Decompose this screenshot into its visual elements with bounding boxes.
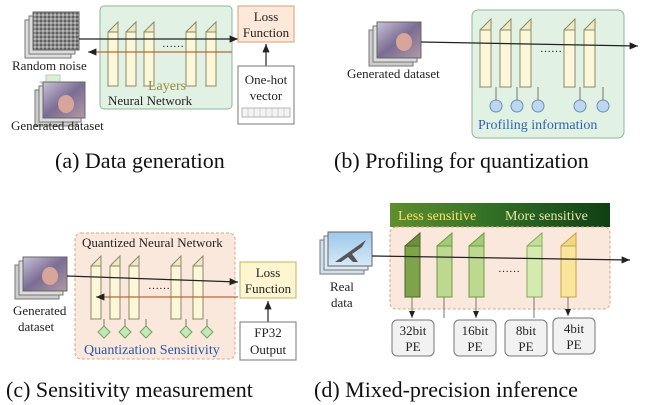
real-label: Real <box>330 279 354 294</box>
one-hot-label: One-hot <box>245 72 288 87</box>
pe-8bit: 8bit PE <box>504 319 548 357</box>
fp32-box <box>239 321 297 361</box>
panel-a: Random noise Generated dataset …… <box>11 5 295 173</box>
pe-32bit: 32bit PE <box>391 319 435 357</box>
more-sensitive-label: More sensitive <box>505 209 588 224</box>
pe-16bit-bits: 16bit <box>462 323 489 338</box>
ellipsis-c: …… <box>148 280 170 292</box>
generated-label-c: Generated <box>13 303 67 318</box>
profiling-circles <box>489 87 610 113</box>
pe-8bit-pe: PE <box>518 339 533 354</box>
generated-dataset-image-a <box>34 81 86 127</box>
dataset-label-c: dataset <box>18 319 54 334</box>
ellipsis-a: …… <box>162 38 184 50</box>
quantized-nn-title: Quantized Neural Network <box>82 235 223 250</box>
generated-dataset-image-c <box>14 256 68 300</box>
pe-8bit-bits: 8bit <box>516 323 537 338</box>
loss-function-box-a <box>237 5 295 43</box>
generated-dataset-image-b <box>368 21 422 67</box>
fp32-label: FP32 <box>254 325 281 340</box>
less-sensitive-label: Less sensitive <box>398 209 476 224</box>
pe-4bit: 4bit PE <box>552 317 596 355</box>
sensitivity-bar <box>390 203 610 227</box>
generated-dataset-label-a: Generated dataset <box>11 118 104 133</box>
real-data-image <box>319 231 373 275</box>
forward-arrow-c <box>66 275 239 286</box>
panel-d: Less sensitive More sensitive Real data … <box>314 203 631 402</box>
ellipsis-b: …… <box>540 43 562 55</box>
random-noise-label: Random noise <box>12 58 87 73</box>
pe-4bit-bits: 4bit <box>564 321 585 336</box>
forward-arrow-b <box>420 41 639 50</box>
neural-network-label: Neural Network <box>108 93 193 108</box>
pe-32bit-pe: PE <box>405 339 420 354</box>
panel-b: Generated dataset …… <box>334 9 639 173</box>
layers-b <box>479 17 596 89</box>
loss-label-a: Loss <box>254 9 279 24</box>
panel-c: Generated dataset Quantized Neural Netwo… <box>6 232 297 402</box>
pe-16bit: 16bit PE <box>453 319 497 357</box>
vector-label: vector <box>250 88 283 103</box>
caption-b: (b) Profiling for quantization <box>334 148 589 173</box>
profiling-label: Profiling information <box>478 118 597 133</box>
sensitivity-diamonds <box>97 319 214 339</box>
pe-connectors <box>409 297 571 318</box>
layers-c <box>90 254 204 321</box>
generated-dataset-label-b: Generated dataset <box>347 66 440 81</box>
loss-label-c: Loss <box>256 265 281 280</box>
ellipsis-d: …… <box>498 263 520 275</box>
forward-arrow-d <box>371 255 631 264</box>
sensitivity-label: Quantization Sensitivity <box>84 343 220 358</box>
layers-a <box>107 20 217 88</box>
function-label-a: Function <box>243 25 290 40</box>
layers-label: Layers <box>148 79 186 94</box>
random-noise-image <box>24 11 80 59</box>
pe-4bit-pe: PE <box>566 337 581 352</box>
caption-a: (a) Data generation <box>55 148 225 173</box>
caption-d: (d) Mixed-precision inference <box>314 377 578 402</box>
output-label: Output <box>250 342 287 357</box>
data-label: data <box>331 295 353 310</box>
loss-function-box-c <box>239 261 297 299</box>
one-hot-cells <box>241 107 291 118</box>
caption-c: (c) Sensitivity measurement <box>6 377 253 402</box>
function-label-c: Function <box>245 281 292 296</box>
pe-32bit-bits: 32bit <box>400 323 427 338</box>
pe-16bit-pe: PE <box>467 339 482 354</box>
